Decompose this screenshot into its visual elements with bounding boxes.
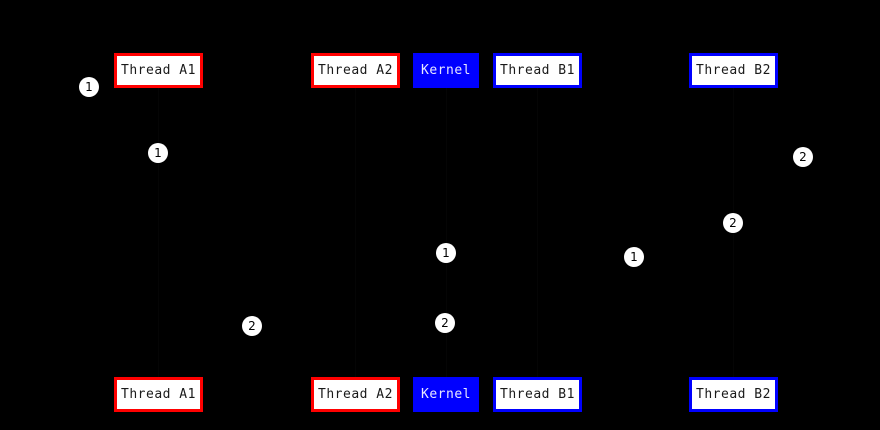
- sequence-badge: 1: [436, 243, 456, 263]
- participant-box-thread-b2[interactable]: Thread B2: [689, 53, 778, 88]
- participant-label: Thread A1: [121, 387, 196, 402]
- lifeline-thread-a2: [355, 88, 356, 377]
- lifeline-thread-a1: [158, 88, 159, 377]
- sequence-badge: 1: [624, 247, 644, 267]
- participant-box-kernel[interactable]: Kernel: [413, 53, 479, 88]
- lifeline-thread-b1: [537, 88, 538, 377]
- participant-box-kernel[interactable]: Kernel: [413, 377, 479, 412]
- sequence-badge: 1: [148, 143, 168, 163]
- participant-box-thread-a2[interactable]: Thread A2: [311, 53, 400, 88]
- participant-label: Thread B1: [500, 387, 575, 402]
- participant-box-thread-a1[interactable]: Thread A1: [114, 377, 203, 412]
- participant-label: Thread A1: [121, 63, 196, 78]
- participant-label: Thread A2: [318, 63, 393, 78]
- participant-label: Kernel: [421, 387, 471, 402]
- participant-box-thread-a1[interactable]: Thread A1: [114, 53, 203, 88]
- sequence-badge: 2: [242, 316, 262, 336]
- sequence-badge: 2: [793, 147, 813, 167]
- sequence-badge: 1: [79, 77, 99, 97]
- lifeline-kernel: [446, 88, 447, 377]
- participant-label: Kernel: [421, 63, 471, 78]
- participant-box-thread-a2[interactable]: Thread A2: [311, 377, 400, 412]
- participant-label: Thread B2: [696, 387, 771, 402]
- participant-box-thread-b1[interactable]: Thread B1: [493, 53, 582, 88]
- sequence-badge: 2: [435, 313, 455, 333]
- sequence-badge: 2: [723, 213, 743, 233]
- participant-box-thread-b1[interactable]: Thread B1: [493, 377, 582, 412]
- participant-box-thread-b2[interactable]: Thread B2: [689, 377, 778, 412]
- participant-label: Thread A2: [318, 387, 393, 402]
- participant-label: Thread B1: [500, 63, 575, 78]
- participant-label: Thread B2: [696, 63, 771, 78]
